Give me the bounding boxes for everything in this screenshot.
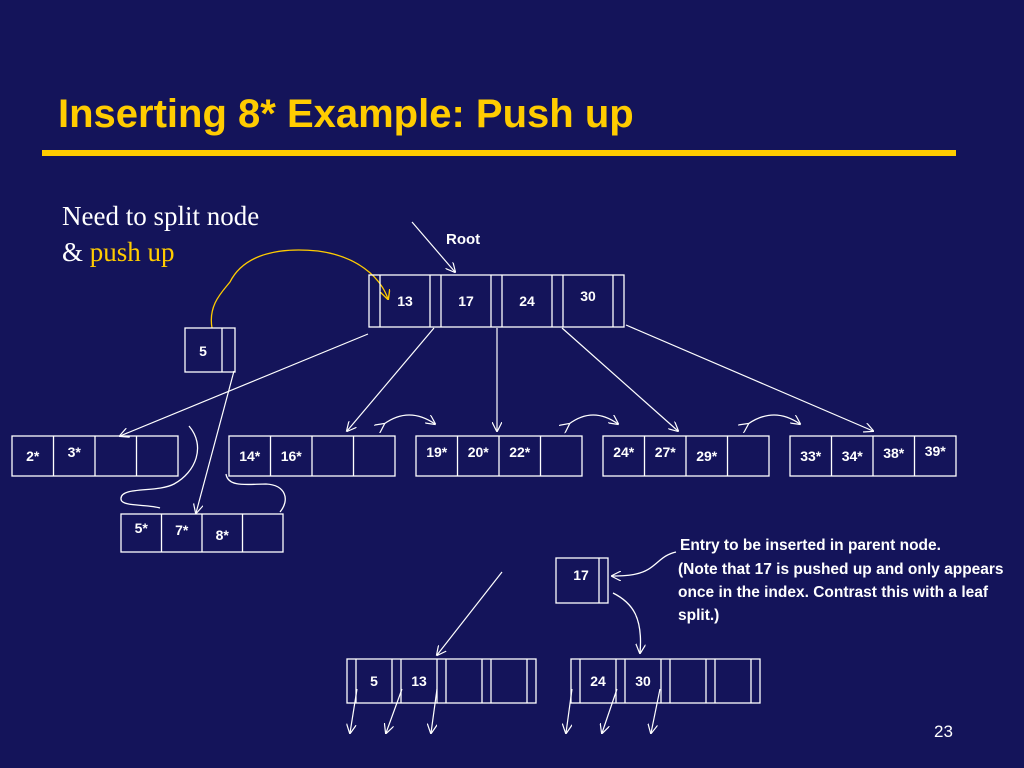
entry-key: 34* (842, 448, 864, 464)
root-node-outline (368, 274, 625, 328)
entry-key: 24* (613, 444, 635, 460)
parent-link (612, 592, 641, 653)
note-link (612, 551, 677, 576)
entry-key: 39* (925, 443, 947, 459)
pointer-arrow (196, 370, 235, 513)
sibling-link (384, 414, 435, 424)
split-left-node-outline (346, 658, 537, 704)
entry-key: 29* (696, 448, 718, 464)
redistribute-link (225, 473, 286, 513)
entry-key: 5* (135, 520, 149, 536)
index-key: 24 (590, 673, 606, 689)
split-left-node: 5 13 (346, 658, 537, 704)
pointer-arrow (120, 333, 369, 436)
child-pointer-arrow (602, 688, 618, 733)
entry-key: 3* (68, 444, 82, 460)
leaf-node: 2* 3* (11, 435, 179, 477)
index-key: 5 (370, 673, 378, 689)
pointer-arrow (347, 327, 435, 431)
entry-key: 7* (175, 522, 189, 538)
split-right-node-outline (570, 658, 761, 704)
sibling-link (748, 414, 800, 424)
slide-title: Inserting 8* Example: Push up (58, 92, 634, 136)
index-key: 24 (519, 293, 535, 309)
entry-key: 8* (216, 527, 230, 543)
parent-entry-node: 17 (555, 557, 609, 604)
parent-entry-key: 17 (573, 567, 589, 583)
entry-key: 38* (883, 445, 905, 461)
entry-key: 2* (26, 448, 40, 464)
child-pointer-arrow (431, 688, 438, 733)
leaf-node: 19* 20* 22* (415, 435, 583, 477)
pointer-arrow (561, 327, 678, 431)
intro-text: Need to split node & push up (62, 198, 259, 270)
push-up-highlight: push up (89, 237, 175, 267)
root-node: 13 17 24 30 (368, 274, 625, 328)
page-number: 23 (934, 722, 953, 741)
intro-line-1: Need to split node (62, 201, 260, 231)
sibling-link (569, 414, 618, 424)
index-key: 17 (458, 293, 474, 309)
index-key: 30 (580, 288, 596, 304)
intro-line-2: & push up (62, 234, 259, 270)
intro-ampersand: & (62, 237, 90, 267)
leaf-node: 14* 16* (228, 435, 396, 477)
leaf-node: 33* 34* 38* 39* (789, 435, 957, 477)
entry-key: 33* (800, 448, 822, 464)
index-key: 13 (411, 673, 427, 689)
index-key: 13 (397, 293, 413, 309)
root-label: Root (446, 231, 481, 248)
pushup-explanation: (Note that 17 is pushed up and only appe… (678, 561, 1004, 624)
child-pointer-arrow (651, 688, 661, 733)
push-up-arrow (210, 249, 388, 329)
split-right-node: 24 30 (570, 658, 761, 704)
entry-key: 22* (509, 444, 531, 460)
pushed-key: 5 (199, 343, 207, 359)
pushed-up-entry: 5 (184, 327, 236, 373)
leaf-node: 24* 27* 29* (602, 435, 770, 477)
redistribute-link (120, 425, 199, 509)
pointer-arrow (625, 324, 873, 431)
entry-key: 16* (281, 448, 303, 464)
pointer-arrow (437, 571, 503, 655)
entry-key: 27* (655, 444, 677, 460)
entry-note: Entry to be inserted in parent node. (680, 537, 941, 554)
node-layer: 13 17 24 30 5 2* 3* 14* 16* 19* 20* 22* 24* 27* 29* 33*… (11, 274, 957, 704)
entry-key: 20* (468, 444, 490, 460)
title-underline (42, 150, 956, 156)
connector-layer (120, 221, 873, 733)
root-pointer-arrow (411, 221, 455, 272)
new-leaf-node: 5* 7* 8* (120, 513, 284, 553)
child-pointer-arrow (386, 688, 403, 733)
entry-key: 19* (426, 444, 448, 460)
index-key: 30 (635, 673, 651, 689)
entry-key: 14* (239, 448, 261, 464)
